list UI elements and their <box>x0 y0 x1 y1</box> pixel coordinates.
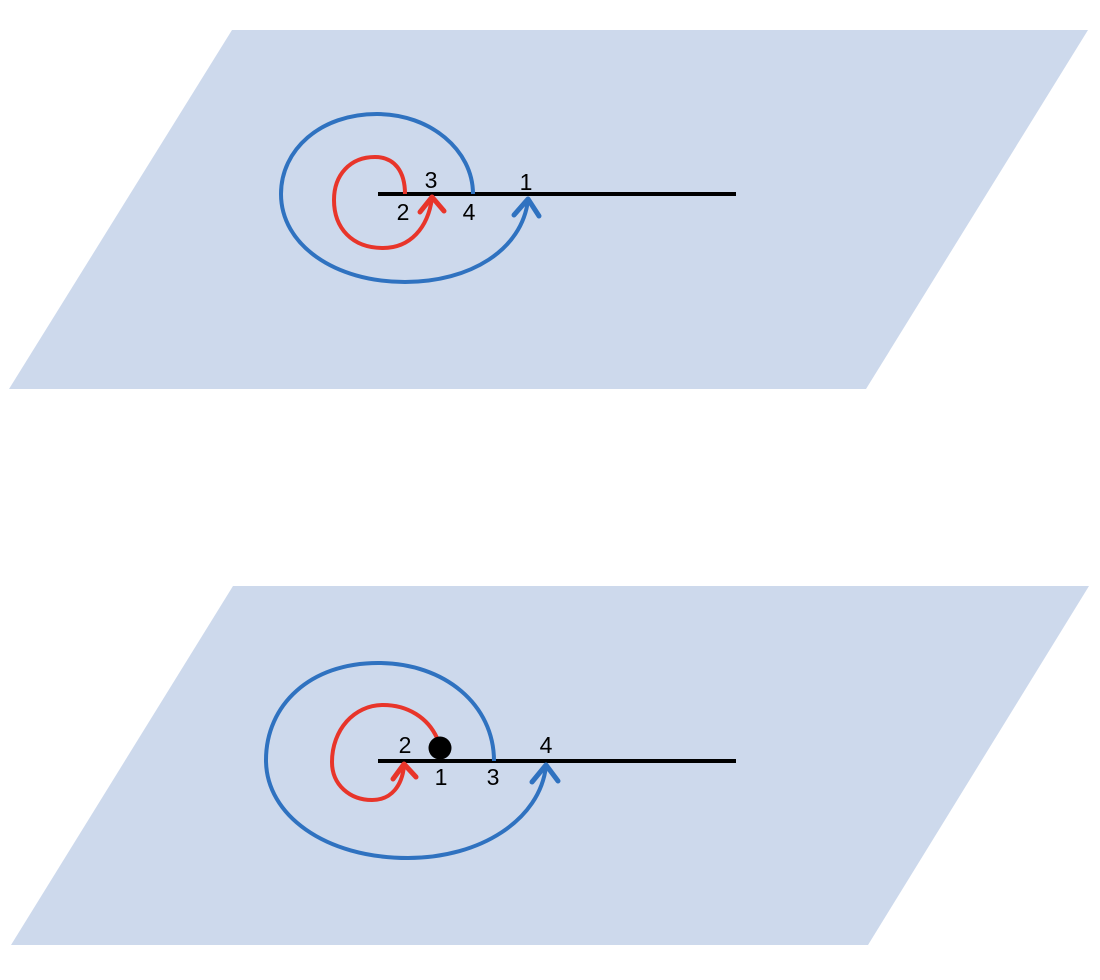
inner-arrowhead-bottom-icon <box>390 761 419 782</box>
plane-bottom <box>11 586 1089 945</box>
outer-curve-bottom <box>263 660 548 861</box>
plane-top <box>9 30 1088 389</box>
inner-curve-top <box>331 154 434 251</box>
label-top-2: 2 <box>397 199 410 225</box>
inner-arrowhead-top-icon <box>417 194 447 215</box>
label-bottom-2: 2 <box>399 732 412 758</box>
top-panel: 3 1 2 4 <box>9 30 1088 389</box>
inner-curve-bottom <box>329 702 439 803</box>
label-bottom-4: 4 <box>540 732 553 758</box>
bottom-panel: 2 4 1 3 <box>11 586 1089 945</box>
outer-arrowhead-bottom-icon <box>529 762 561 785</box>
branch-point-dot <box>428 736 452 760</box>
outer-arrowhead-top-icon <box>511 196 542 219</box>
label-bottom-1: 1 <box>435 764 448 790</box>
outer-curve-top <box>278 111 530 285</box>
label-top-3: 3 <box>425 167 438 193</box>
label-top-4: 4 <box>463 199 476 225</box>
label-bottom-3: 3 <box>487 764 500 790</box>
label-top-1: 1 <box>520 169 533 195</box>
